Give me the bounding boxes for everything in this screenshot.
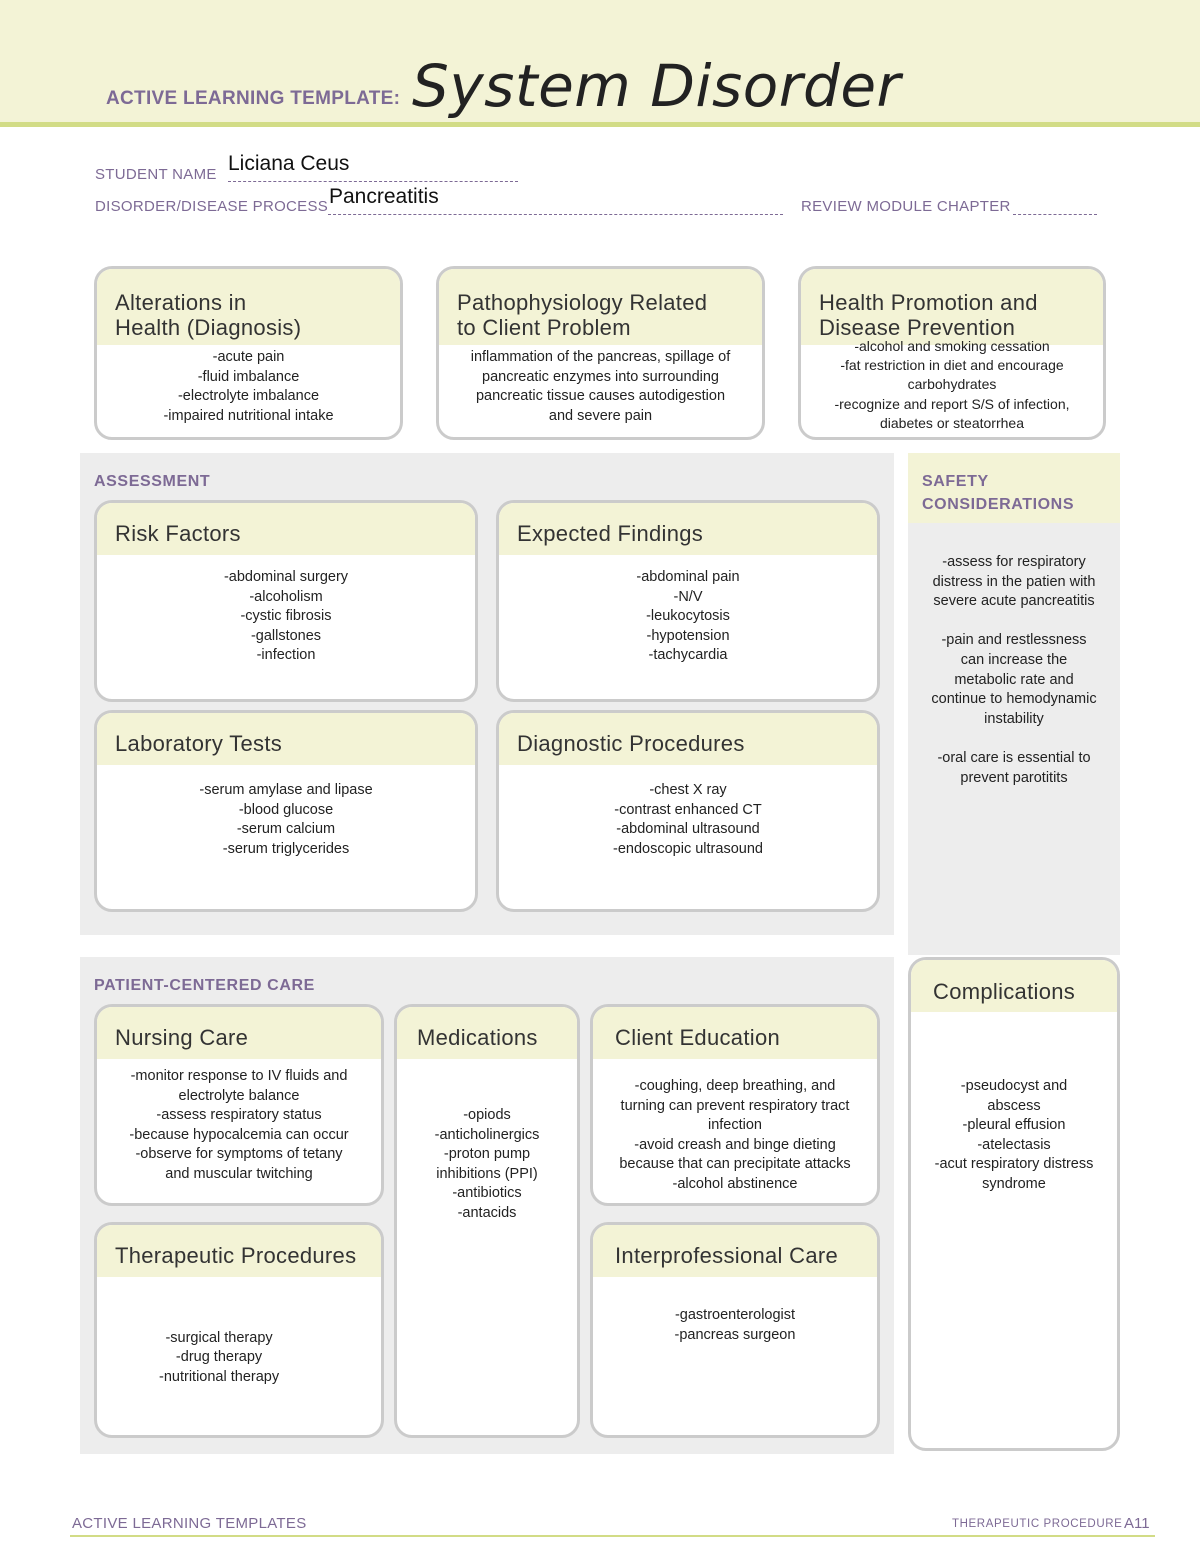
health-promotion-title: Health Promotion and Disease Prevention [801, 269, 1103, 345]
student-name-field[interactable]: Liciana Ceus [228, 152, 350, 175]
interprofessional-care-body[interactable]: -gastroenterologist -pancreas surgeon [674, 1307, 796, 1343]
medications-box: Medications -opiods -anticholinergics -p… [394, 1004, 580, 1438]
therapeutic-procedures-text: -surgical therapy -drug therapy -nutriti… [159, 1329, 280, 1385]
client-education-body[interactable]: -coughing, deep breathing, and turning c… [619, 1078, 851, 1192]
health-promotion-body[interactable]: -alcohol and smoking cessation -fat rest… [834, 338, 1070, 431]
client-education-box: Client Education -coughing, deep breathi… [590, 1004, 880, 1206]
student-name-line [228, 181, 518, 182]
review-module-label: REVIEW MODULE CHAPTER [801, 198, 1011, 215]
laboratory-tests-title: Laboratory Tests [97, 713, 475, 765]
nursing-care-body[interactable]: -monitor response to IV fluids and elect… [129, 1068, 349, 1182]
alterations-title: Alterations in Health (Diagnosis) [97, 269, 400, 345]
footer-left-label: ACTIVE LEARNING TEMPLATES [72, 1515, 307, 1532]
medications-title: Medications [397, 1007, 577, 1059]
assessment-title: ASSESSMENT [94, 473, 211, 490]
interprofessional-care-title: Interprofessional Care [593, 1225, 877, 1277]
risk-factors-title: Risk Factors [97, 503, 475, 555]
alterations-body[interactable]: -acute pain -fluid imbalance -electrolyt… [163, 349, 334, 424]
laboratory-tests-box: Laboratory Tests -serum amylase and lipa… [94, 710, 478, 912]
pathophysiology-title: Pathophysiology Related to Client Proble… [439, 269, 762, 345]
template-label: ACTIVE LEARNING TEMPLATE: [106, 88, 401, 109]
medications-body[interactable]: -opiods -anticholinergics -proton pump i… [434, 1107, 540, 1221]
complications-title: Complications [911, 960, 1117, 1012]
disorder-label: DISORDER/DISEASE PROCESS [95, 198, 329, 215]
therapeutic-procedures-body[interactable]: -surgical therapy -drug therapy -nutriti… [97, 1277, 381, 1387]
pathophysiology-body[interactable]: inflammation of the pancreas, spillage o… [470, 349, 731, 424]
footer-divider [70, 1535, 1155, 1537]
expected-findings-body[interactable]: -abdominal pain -N/V -leukocytosis -hypo… [636, 569, 740, 664]
expected-findings-title: Expected Findings [499, 503, 877, 555]
review-module-line [1013, 214, 1097, 215]
expected-findings-box: Expected Findings -abdominal pain -N/V -… [496, 500, 880, 702]
laboratory-tests-body[interactable]: -serum amylase and lipase -blood glucose… [199, 782, 373, 857]
therapeutic-procedures-title: Therapeutic Procedures [97, 1225, 381, 1277]
risk-factors-body[interactable]: -abdominal surgery -alcoholism -cystic f… [223, 569, 349, 664]
complications-body[interactable]: -pseudocyst and abscess -pleural effusio… [934, 1078, 1094, 1192]
interprofessional-care-box: Interprofessional Care -gastroenterologi… [590, 1222, 880, 1438]
footer-right-label: THERAPEUTIC PROCEDURE [952, 1518, 1123, 1530]
diagnostic-procedures-title: Diagnostic Procedures [499, 713, 877, 765]
student-name-label: STUDENT NAME [95, 166, 217, 183]
disorder-line [328, 214, 783, 215]
diagnostic-procedures-body[interactable]: -chest X ray -contrast enhanced CT -abdo… [613, 782, 763, 857]
nursing-care-box: Nursing Care -monitor response to IV flu… [94, 1004, 384, 1206]
risk-factors-box: Risk Factors -abdominal surgery -alcohol… [94, 500, 478, 702]
pathophysiology-box: Pathophysiology Related to Client Proble… [436, 266, 765, 440]
therapeutic-procedures-box: Therapeutic Procedures -surgical therapy… [94, 1222, 384, 1438]
safety-considerations-panel: SAFETY CONSIDERATIONS -assess for respir… [908, 453, 1120, 955]
diagnostic-procedures-box: Diagnostic Procedures -chest X ray -cont… [496, 710, 880, 912]
patient-centered-care-title: PATIENT-CENTERED CARE [94, 977, 315, 994]
nursing-care-title: Nursing Care [97, 1007, 381, 1059]
disorder-field[interactable]: Pancreatitis [329, 185, 439, 208]
alterations-box: Alterations in Health (Diagnosis) -acute… [94, 266, 403, 440]
client-education-title: Client Education [593, 1007, 877, 1059]
header-band [0, 0, 1200, 127]
safety-considerations-title: SAFETY CONSIDERATIONS [908, 453, 1120, 523]
safety-considerations-body[interactable]: -assess for respiratory distress in the … [931, 554, 1097, 786]
complications-box: Complications -pseudocyst and abscess -p… [908, 957, 1120, 1451]
page-title: System Disorder [412, 52, 901, 120]
health-promotion-box: Health Promotion and Disease Prevention … [798, 266, 1106, 440]
footer-page-number: A11 [1124, 1515, 1150, 1532]
